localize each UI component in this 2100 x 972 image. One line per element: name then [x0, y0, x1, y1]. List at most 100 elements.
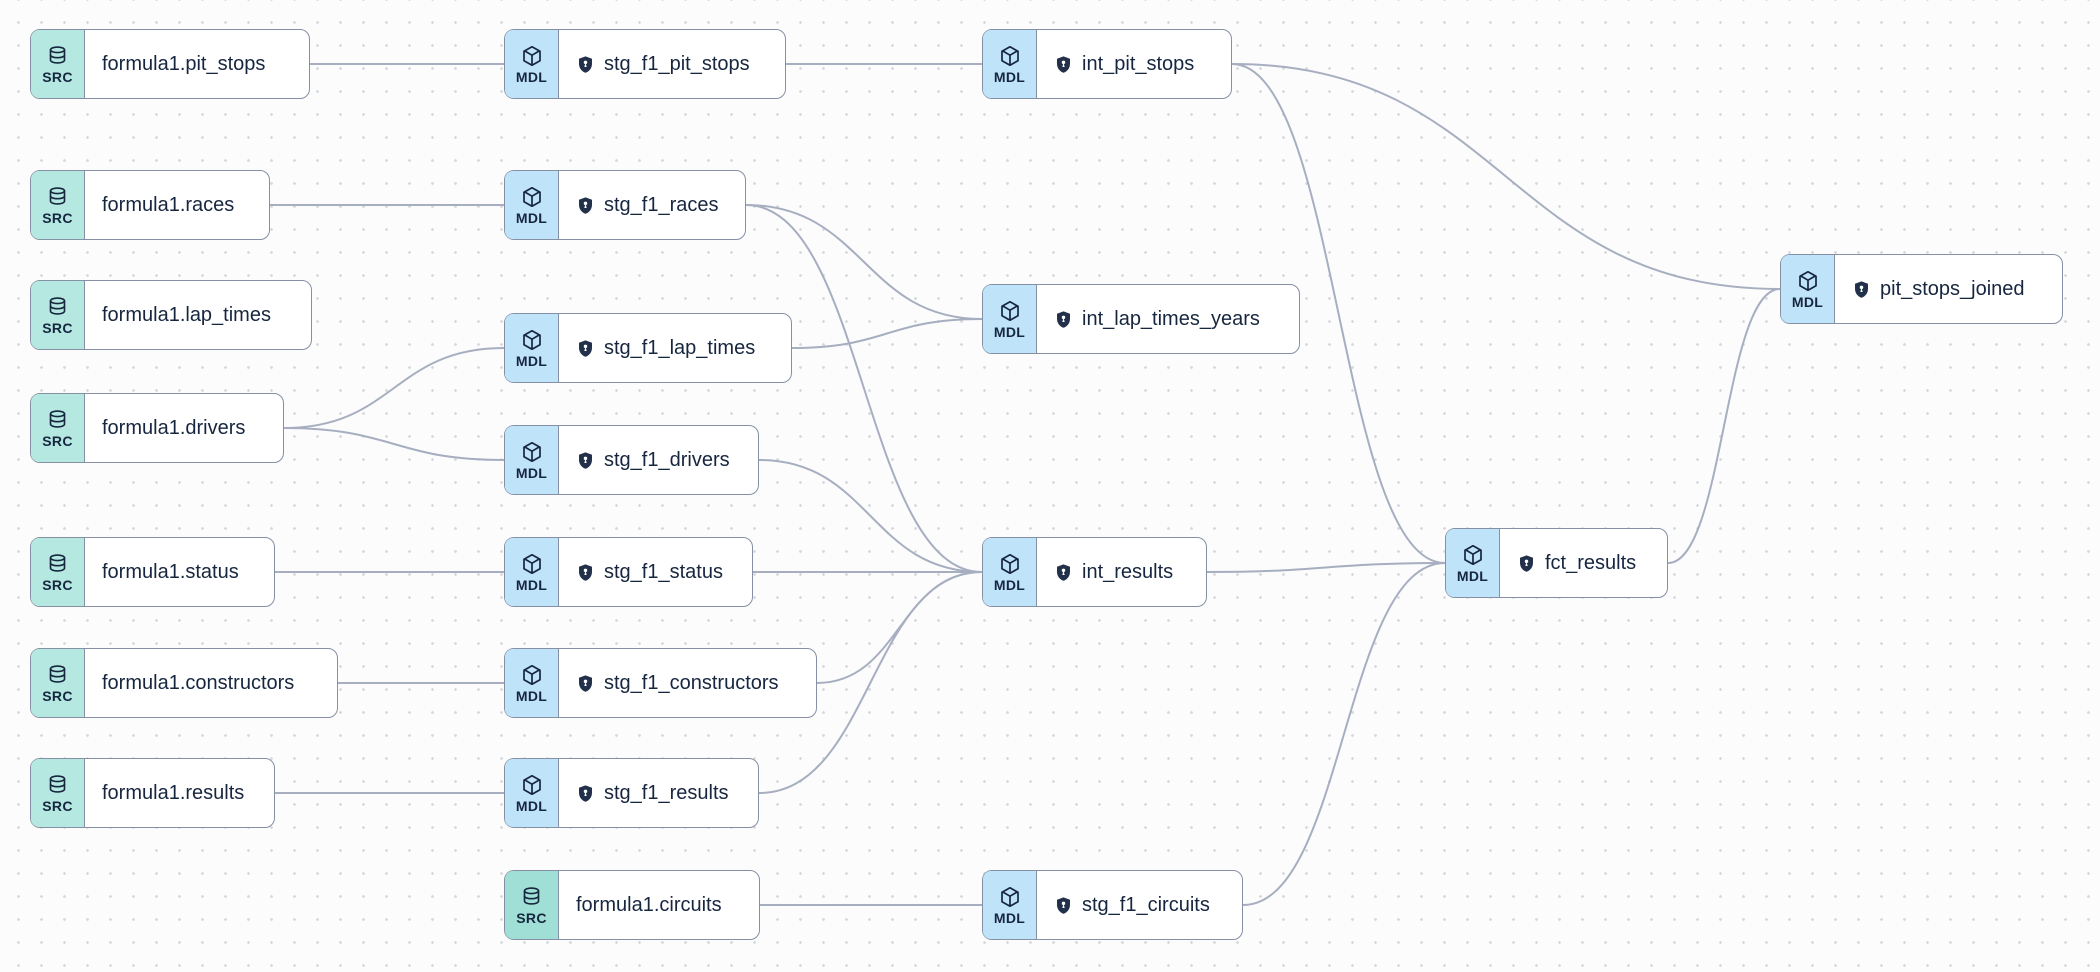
node-type-badge: SRC	[31, 394, 85, 462]
node-body: formula1.circuits	[559, 871, 736, 939]
cube-icon	[520, 328, 544, 352]
node-type-label: MDL	[515, 688, 548, 704]
node-label: fct_results	[1545, 551, 1637, 574]
edge-fct_results-pit_stops_joined	[1667, 288, 1781, 564]
database-icon	[46, 774, 69, 797]
cube-icon	[520, 185, 544, 209]
node-type-badge: MDL	[505, 538, 559, 606]
node-int_pit_stops[interactable]: MDL int_pit_stops	[982, 29, 1232, 99]
shield-lock-icon	[576, 55, 595, 74]
node-type-label: MDL	[1791, 294, 1824, 310]
node-src_constructors[interactable]: SRC formula1.constructors	[30, 648, 338, 718]
node-type-label: SRC	[42, 576, 73, 593]
node-type-label: MDL	[515, 465, 548, 481]
node-type-badge: SRC	[31, 171, 85, 239]
node-type-badge: MDL	[983, 285, 1037, 353]
node-type-badge: SRC	[31, 30, 85, 98]
node-type-badge: MDL	[983, 871, 1037, 939]
node-type-label: MDL	[515, 210, 548, 226]
node-type-label: MDL	[993, 577, 1026, 593]
node-type-label: MDL	[515, 798, 548, 814]
database-icon	[46, 186, 69, 209]
node-label: stg_f1_races	[604, 193, 719, 216]
node-body: int_pit_stops	[1037, 30, 1208, 98]
node-label: int_lap_times_years	[1082, 307, 1260, 330]
node-type-label: SRC	[42, 209, 73, 226]
edge-src_drivers-stg_drivers	[283, 427, 505, 461]
cube-icon	[520, 44, 544, 68]
shield-lock-icon	[576, 563, 595, 582]
database-icon	[520, 886, 543, 909]
node-body: formula1.lap_times	[85, 281, 285, 349]
node-stg_drivers[interactable]: MDL stg_f1_drivers	[504, 425, 759, 495]
cube-icon	[998, 885, 1022, 909]
cube-icon	[520, 663, 544, 687]
node-body: pit_stops_joined	[1835, 255, 2039, 323]
node-type-badge: MDL	[1781, 255, 1835, 323]
node-stg_pit_stops[interactable]: MDL stg_f1_pit_stops	[504, 29, 786, 99]
node-type-label: MDL	[515, 577, 548, 593]
edge-int_results-fct_results	[1206, 562, 1446, 573]
node-pit_stops_joined[interactable]: MDL pit_stops_joined	[1780, 254, 2063, 324]
edge-stg_results-int_results	[758, 571, 983, 794]
node-label: formula1.drivers	[102, 416, 246, 439]
node-src_drivers[interactable]: SRC formula1.drivers	[30, 393, 284, 463]
node-type-badge: SRC	[505, 871, 559, 939]
node-label: formula1.pit_stops	[102, 52, 266, 75]
node-type-label: MDL	[993, 324, 1026, 340]
node-stg_results[interactable]: MDL stg_f1_results	[504, 758, 759, 828]
node-label: int_results	[1082, 560, 1174, 583]
node-body: stg_f1_circuits	[1037, 871, 1224, 939]
node-body: stg_f1_drivers	[559, 426, 744, 494]
shield-lock-icon	[576, 674, 595, 693]
node-body: stg_f1_results	[559, 759, 743, 827]
shield-lock-icon	[576, 339, 595, 358]
node-int_lap_times_years[interactable]: MDL int_lap_times_years	[982, 284, 1300, 354]
node-type-label: SRC	[42, 432, 73, 449]
edge-int_pit_stops-pit_stops_joined	[1231, 63, 1781, 290]
node-type-label: MDL	[993, 69, 1026, 85]
node-body: stg_f1_constructors	[559, 649, 793, 717]
node-stg_status[interactable]: MDL stg_f1_status	[504, 537, 753, 607]
node-src_status[interactable]: SRC formula1.status	[30, 537, 275, 607]
node-label: stg_f1_pit_stops	[604, 52, 750, 75]
node-int_results[interactable]: MDL int_results	[982, 537, 1207, 607]
node-type-label: SRC	[42, 687, 73, 704]
node-body: formula1.status	[85, 538, 253, 606]
shield-lock-icon	[576, 784, 595, 803]
shield-lock-icon	[1054, 896, 1073, 915]
shield-lock-icon	[1852, 280, 1871, 299]
node-stg_races[interactable]: MDL stg_f1_races	[504, 170, 746, 240]
edge-stg_circuits-fct_results	[1242, 562, 1446, 906]
node-type-badge: MDL	[505, 314, 559, 382]
node-stg_constructors[interactable]: MDL stg_f1_constructors	[504, 648, 817, 718]
database-icon	[46, 553, 69, 576]
node-src_pit_stops[interactable]: SRC formula1.pit_stops	[30, 29, 310, 99]
node-type-label: SRC	[42, 319, 73, 336]
node-type-badge: MDL	[505, 649, 559, 717]
node-type-badge: SRC	[31, 281, 85, 349]
edge-stg_races-int_lap_times_years	[745, 204, 983, 320]
node-type-badge: MDL	[505, 30, 559, 98]
database-icon	[46, 664, 69, 687]
shield-lock-icon	[576, 451, 595, 470]
node-body: formula1.pit_stops	[85, 30, 279, 98]
cube-icon	[998, 299, 1022, 323]
node-src_lap_times[interactable]: SRC formula1.lap_times	[30, 280, 312, 350]
edge-src_drivers-stg_lap_times	[283, 347, 505, 429]
node-type-badge: MDL	[983, 538, 1037, 606]
cube-icon	[998, 552, 1022, 576]
node-label: stg_f1_status	[604, 560, 723, 583]
node-body: int_results	[1037, 538, 1187, 606]
database-icon	[46, 409, 69, 432]
node-type-badge: SRC	[31, 538, 85, 606]
node-body: formula1.constructors	[85, 649, 308, 717]
